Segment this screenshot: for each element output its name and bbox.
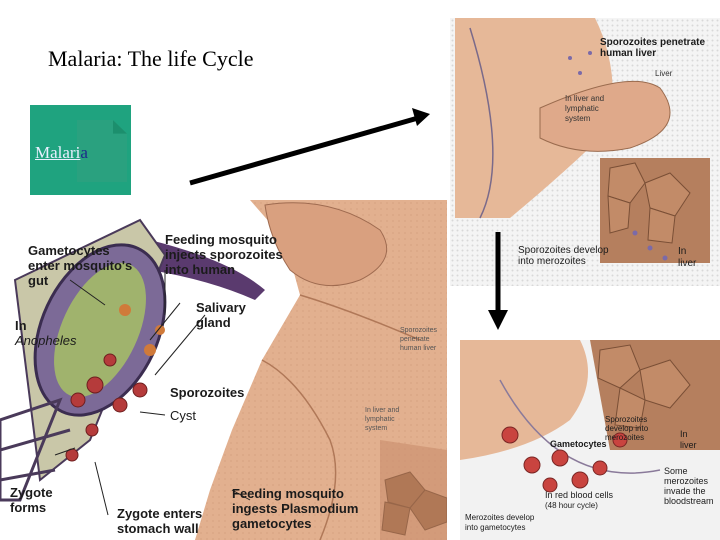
label-small-lymph-2: lymphatic — [365, 416, 395, 423]
label-salivary-2: gland — [196, 315, 231, 330]
label-red-blood-2: (48 hour cycle) — [545, 501, 598, 510]
label-liver: Liver — [655, 69, 673, 78]
label-feeding-ingests-3: gametocytes — [232, 516, 311, 531]
label-in-liver-2: liver — [678, 258, 697, 269]
main-lifecycle-figure: Gametocytes enter mosquito's gut Feeding… — [0, 200, 447, 540]
label-penetrate-2: human liver — [600, 48, 656, 59]
liver-stage-figure: Sporozoites penetrate human liver Liver … — [450, 18, 720, 286]
label-in-liver-1: In — [678, 246, 686, 257]
arrow-to-liver — [189, 115, 419, 186]
label-small-penetrate-2: penetrate — [400, 336, 430, 343]
label-invade-4: bloodstream — [664, 496, 714, 506]
label-zygote-enters-2: stomach wall — [117, 521, 199, 536]
label-develop-1: Sporozoites develop — [518, 245, 609, 256]
label-merozoites-develop-2: into gametocytes — [465, 523, 525, 532]
label-lymph-1: In liver and — [565, 94, 604, 103]
label-small-lymph-1: In liver and — [365, 407, 399, 414]
label-feeding-injects-2: injects sporozoites — [165, 247, 283, 262]
file-link-label[interactable]: Malaria — [35, 143, 88, 162]
label-gametocytes-2: enter mosquito's — [28, 258, 132, 273]
label-invade-1: Some — [664, 466, 688, 476]
label-small-lymph-3: system — [365, 425, 387, 432]
label-develop-2: into merozoites — [518, 256, 586, 267]
label-lymph-2: lymphatic — [565, 104, 599, 113]
label-zygote-forms-1: Zygote — [10, 485, 53, 500]
label-penetrate-1: Sporozoites penetrate — [600, 37, 705, 48]
label-small-penetrate-3: human liver — [400, 345, 437, 352]
label-zygote-enters-1: Zygote enters — [117, 506, 202, 521]
label-gametocytes-3: gut — [28, 273, 49, 288]
slide-title: Malaria: The life Cycle — [48, 46, 254, 71]
label-anopheles-1: In — [15, 318, 27, 333]
label-develop-1: Sporozoites — [605, 415, 647, 424]
label-develop-3: merozoites — [605, 433, 644, 442]
label-anopheles-2: Anopheles — [14, 333, 77, 348]
label-feeding-injects-1: Feeding mosquito — [165, 232, 277, 247]
label-salivary-1: Salivary — [196, 300, 247, 315]
arrow-to-liver-head — [412, 108, 430, 126]
label-in-liver-2: liver — [680, 440, 697, 450]
label-develop-2: develop into — [605, 424, 649, 433]
label-zygote-forms-2: forms — [10, 500, 46, 515]
label-red-blood-1: In red blood cells — [545, 490, 614, 500]
label-feeding-ingests-2: ingests Plasmodium — [232, 501, 358, 516]
label-feeding-ingests-1: Feeding mosquito — [232, 486, 344, 501]
label-gametocytes: Gametocytes — [550, 439, 607, 449]
label-invade-2: merozoites — [664, 476, 709, 486]
arrow-to-blood-head — [488, 310, 508, 330]
label-cyst: Cyst — [170, 408, 196, 423]
mosquito-illustration — [0, 210, 265, 502]
document-icon — [77, 120, 127, 182]
label-feeding-injects-3: into human — [165, 262, 235, 277]
label-invade-3: invade the — [664, 486, 706, 496]
malaria-file-link[interactable]: Malaria — [30, 105, 131, 195]
label-lymph-3: system — [565, 114, 591, 123]
label-gametocytes-1: Gametocytes — [28, 243, 110, 258]
label-sporozoites: Sporozoites — [170, 385, 244, 400]
label-merozoites-develop-1: Merozoites develop — [465, 513, 535, 522]
label-in-liver-1: In — [680, 429, 688, 439]
blood-stage-figure: Gametocytes Sporozoites develop into mer… — [460, 340, 720, 540]
label-small-penetrate-1: Sporozoites — [400, 327, 437, 334]
